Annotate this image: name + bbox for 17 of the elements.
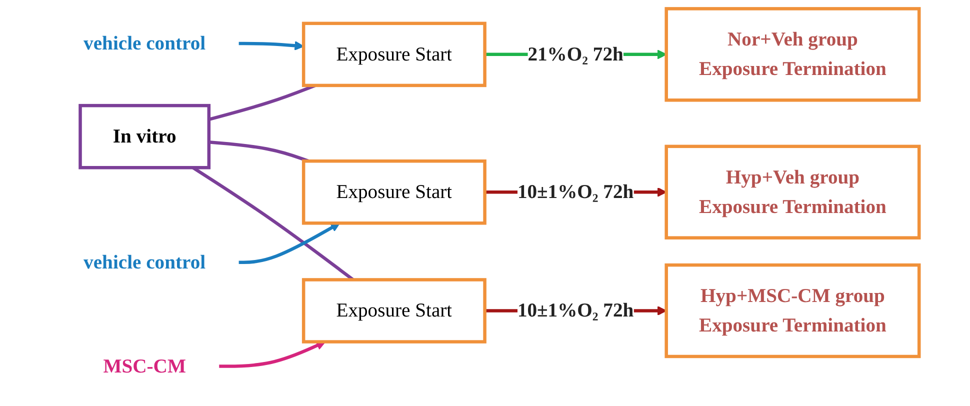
node-text: MSC-CM — [103, 354, 186, 377]
node-text: vehicle control — [84, 250, 206, 273]
arrow — [218, 340, 326, 368]
edge-label: 21%O₂ 72h — [528, 42, 624, 65]
node-box: Hyp+MSC-CM group Exposure Termination — [664, 263, 921, 358]
node-box: Hyp+Veh group Exposure Termination — [664, 144, 921, 240]
arrow — [238, 222, 340, 264]
edge-label: 10±1%O₂ 72h — [517, 299, 634, 322]
node-box: Nor+Veh group Exposure Termination — [664, 7, 921, 102]
node-box: Exposure Start — [302, 278, 486, 344]
node-box: Exposure Start — [302, 159, 486, 225]
connector — [208, 140, 310, 163]
node-box: Exposure Start — [302, 22, 486, 88]
node-box: In vitro — [78, 104, 211, 170]
arrow — [238, 40, 304, 50]
node-text: vehicle control — [84, 32, 206, 54]
edge-label: 10±1%O₂ 72h — [517, 180, 634, 202]
